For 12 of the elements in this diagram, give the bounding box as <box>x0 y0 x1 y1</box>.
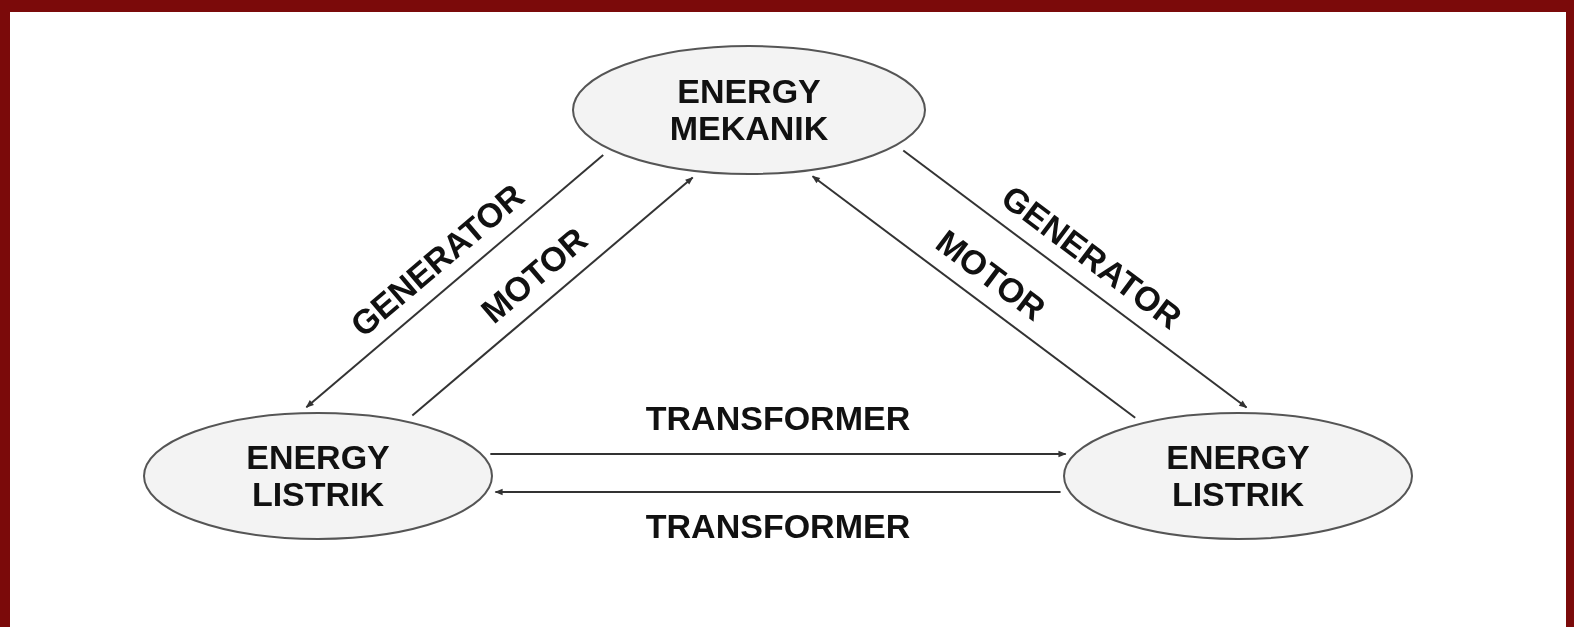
arrow <box>811 175 1137 419</box>
node-label: ENERGY LISTRIK <box>245 439 391 513</box>
arrow <box>305 154 605 409</box>
node-label: ENERGY LISTRIK <box>1165 439 1311 513</box>
node-label: ENERGY MEKANIK <box>668 73 830 147</box>
ellipse-node <box>572 45 926 175</box>
arrow <box>902 149 1248 409</box>
arrow <box>411 176 694 417</box>
ellipse-node <box>143 412 493 540</box>
ellipse-node <box>1063 412 1413 540</box>
arrow <box>489 450 1067 458</box>
arrow <box>494 488 1062 496</box>
